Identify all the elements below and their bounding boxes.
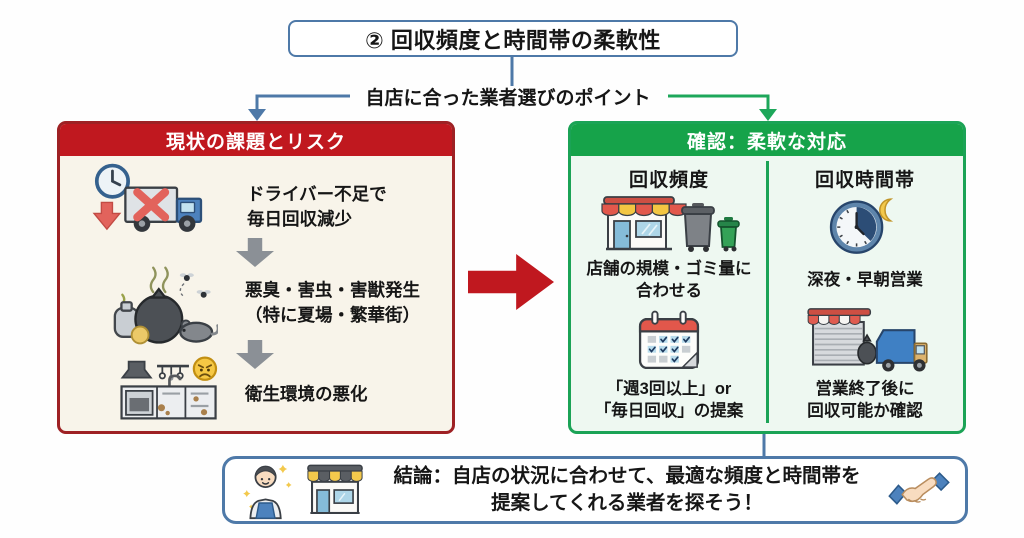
time-heading: 回収時間帯 <box>814 170 915 191</box>
risk-panel-header: 現状の課題とリスク <box>60 124 452 156</box>
conclusion-box: 結論：自店の状況に合わせて、最適な頻度と時間帯を 提案してくれる業者を探そう！ <box>222 456 968 524</box>
storefront-icon <box>303 462 367 518</box>
time-item-text: 深夜・早朝営業 <box>807 270 923 289</box>
shopkeeper-icon <box>241 460 293 520</box>
page-title: ② 回収頻度と時間帯の柔軟性 <box>365 27 661 53</box>
garbage-bag-pests-icon <box>108 263 218 349</box>
right-connector-line <box>668 94 770 110</box>
flexible-response-header: 確認：柔軟な対応 <box>571 124 963 156</box>
calendar-check-icon <box>634 304 704 376</box>
risk-panel: 現状の課題とリスク ドライバー不足で 毎日回収減少 <box>57 121 455 434</box>
risk-item-text: ドライバー不足で 毎日回収減少 <box>247 184 387 229</box>
time-column: 回収時間帯 深夜・早朝営業 <box>767 156 963 431</box>
storefront-bins-icon <box>594 191 744 257</box>
handshake-icon <box>887 468 951 512</box>
flexible-response-body: 回収頻度 <box>571 156 963 431</box>
frequency-item-text: 「週3回以上」or 「毎日回収」の提案 <box>594 380 744 420</box>
left-connector-arrowhead-icon <box>248 109 266 121</box>
clock-moon-icon <box>813 191 918 257</box>
title-box: ② 回収頻度と時間帯の柔軟性 <box>288 20 738 57</box>
red-right-arrow-icon <box>468 254 554 310</box>
risk-item-text: 悪臭・害虫・害獣発生 （特に夏場・繁華街） <box>245 280 420 325</box>
gray-down-arrow-icon <box>236 340 274 369</box>
conclusion-text: 結論：自店の状況に合わせて、最適な頻度と時間帯を 提案してくれる業者を探そう！ <box>393 465 861 514</box>
right-connector-arrowhead-icon <box>759 109 777 121</box>
left-connector-line <box>255 94 350 110</box>
risk-panel-body: ドライバー不足で 毎日回収減少 <box>60 156 452 431</box>
gray-down-arrow-icon <box>236 238 274 267</box>
clock-truck-crossed-icon <box>85 160 210 243</box>
frequency-column: 回収頻度 <box>571 156 767 431</box>
dirty-kitchen-icon <box>118 354 220 426</box>
flexible-response-panel: 確認：柔軟な対応 回収頻度 <box>568 121 966 434</box>
shuttered-store-truck-icon <box>795 304 935 376</box>
risk-item-text: 衛生環境の悪化 <box>245 384 368 404</box>
frequency-heading: 回収頻度 <box>628 170 709 191</box>
column-divider <box>765 161 769 423</box>
subtitle-label: 自店に合った業者選びのポイント <box>365 88 651 109</box>
time-item-text: 営業終了後に 回収可能か確認 <box>807 380 923 420</box>
frequency-item-text: 店舗の規模・ゴミ量に 合わせる <box>586 259 752 300</box>
